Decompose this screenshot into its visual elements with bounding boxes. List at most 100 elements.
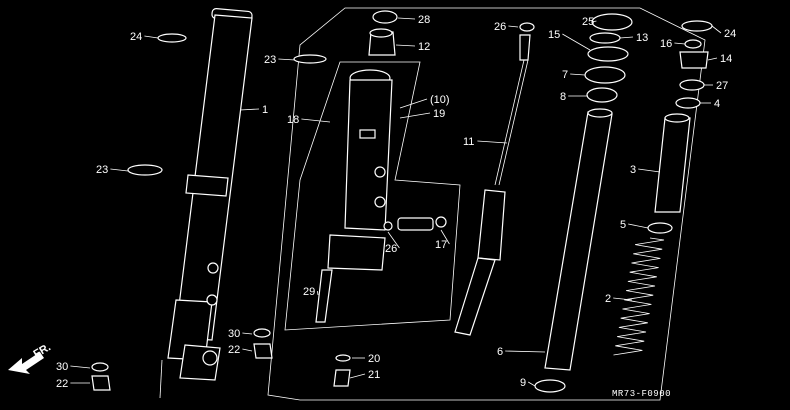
callout-c20: 20 xyxy=(368,353,380,365)
callout-c14: 14 xyxy=(720,53,732,65)
leader-c9 xyxy=(527,381,536,387)
part-circlip-23a xyxy=(293,54,327,64)
part-washer-20 xyxy=(335,354,351,362)
part-4 xyxy=(675,97,701,109)
part-washer-30a xyxy=(253,328,271,338)
callout-c5: 5 xyxy=(620,219,626,231)
damper-subgroup-boundary xyxy=(284,61,461,331)
part-valve-set xyxy=(383,216,447,231)
callout-c13: 13 xyxy=(636,32,648,44)
leader-c29 xyxy=(317,290,319,296)
callout-c23a: 23 xyxy=(264,54,276,66)
leader-c26a xyxy=(387,231,400,249)
callout-c9: 9 xyxy=(520,377,526,389)
leader-c1 xyxy=(239,108,260,111)
leader-c18 xyxy=(301,118,331,123)
leader-c28 xyxy=(397,17,416,20)
spring-coils xyxy=(613,237,665,356)
leader-c24b xyxy=(711,25,722,34)
leader-c24a xyxy=(144,35,159,39)
part-circlip-23b xyxy=(127,164,163,176)
leader-c17 xyxy=(440,229,450,245)
leader-c23b xyxy=(110,168,129,172)
leader-c7 xyxy=(570,73,586,76)
part-washer-30b xyxy=(91,362,109,372)
leader-c6 xyxy=(505,350,546,353)
callout-c28: 28 xyxy=(418,14,430,26)
callout-c4: 4 xyxy=(714,98,720,110)
part-inner-tube xyxy=(544,108,613,371)
part-circlip-24b xyxy=(681,20,713,32)
part-15 xyxy=(587,46,629,62)
callout-c26a: 26 xyxy=(385,243,397,255)
part-16 xyxy=(684,39,702,49)
part-14 xyxy=(679,51,709,69)
callout-c2: 2 xyxy=(605,293,611,305)
leader-lines xyxy=(70,17,722,387)
direction-arrow: FR. xyxy=(8,341,53,374)
leader-c15 xyxy=(562,33,591,51)
callout-c11: 11 xyxy=(463,136,474,148)
part-5 xyxy=(647,222,673,234)
leader-c30a xyxy=(242,332,253,335)
part-28 xyxy=(372,10,398,24)
leader-c22a xyxy=(242,348,253,352)
part-25 xyxy=(591,13,633,31)
direction-label: FR. xyxy=(32,341,53,360)
part-damper-rod xyxy=(454,22,535,336)
assembly-boundary xyxy=(267,7,706,401)
part-bolt-21 xyxy=(333,369,351,387)
part-9 xyxy=(534,379,566,393)
callout-c24a: 24 xyxy=(130,31,142,43)
callout-c30b: 30 xyxy=(56,361,68,373)
part-circlip-24a xyxy=(157,33,187,43)
callout-c6: 6 xyxy=(497,346,503,358)
callout-c24b: 24 xyxy=(724,28,736,40)
leader-c10 xyxy=(399,98,428,109)
callout-c27: 27 xyxy=(716,80,728,92)
part-27 xyxy=(679,79,705,91)
callout-c22b: 22 xyxy=(56,378,68,390)
callout-c1: 1 xyxy=(262,104,268,116)
callout-c30a: 30 xyxy=(228,328,240,340)
callout-c15: 15 xyxy=(548,29,560,41)
leader-c14 xyxy=(707,57,718,61)
callout-c3: 3 xyxy=(630,164,636,176)
leader-c30b xyxy=(70,365,91,369)
part-3 xyxy=(654,117,691,213)
leader-c11 xyxy=(477,140,508,144)
drawing-code: MR73-F0900 xyxy=(612,389,671,399)
leader-c19 xyxy=(399,112,431,119)
part-outer-tube xyxy=(159,8,253,399)
leader-c3 xyxy=(638,168,661,173)
leader-c12 xyxy=(395,44,416,47)
callout-c8: 8 xyxy=(560,91,566,103)
part-spring xyxy=(613,237,665,356)
callout-c7: 7 xyxy=(562,69,568,81)
leader-c16 xyxy=(674,42,686,45)
leader-c5 xyxy=(628,223,649,229)
callout-c23b: 23 xyxy=(96,164,108,176)
leader-c26b xyxy=(508,25,519,28)
part-7 xyxy=(584,66,626,84)
part-damper-housing xyxy=(327,69,393,271)
callout-c29: 29 xyxy=(303,286,315,298)
callout-c16: 16 xyxy=(660,38,672,50)
callout-c17: 17 xyxy=(435,239,447,251)
callout-c26b: 26 xyxy=(494,21,506,33)
leader-c21 xyxy=(349,373,366,379)
part-29 xyxy=(315,269,333,323)
callout-c19: 19 xyxy=(433,108,445,120)
part-13 xyxy=(589,32,621,44)
callout-c22a: 22 xyxy=(228,344,240,356)
part-bolt-22b xyxy=(91,375,111,391)
leader-c13 xyxy=(619,36,634,39)
part-bolt-22a xyxy=(253,343,273,359)
callout-c12: 12 xyxy=(418,41,430,53)
callout-c18: 18 xyxy=(287,114,299,126)
callout-c10: (10) xyxy=(430,94,450,106)
leader-c2 xyxy=(613,297,633,301)
